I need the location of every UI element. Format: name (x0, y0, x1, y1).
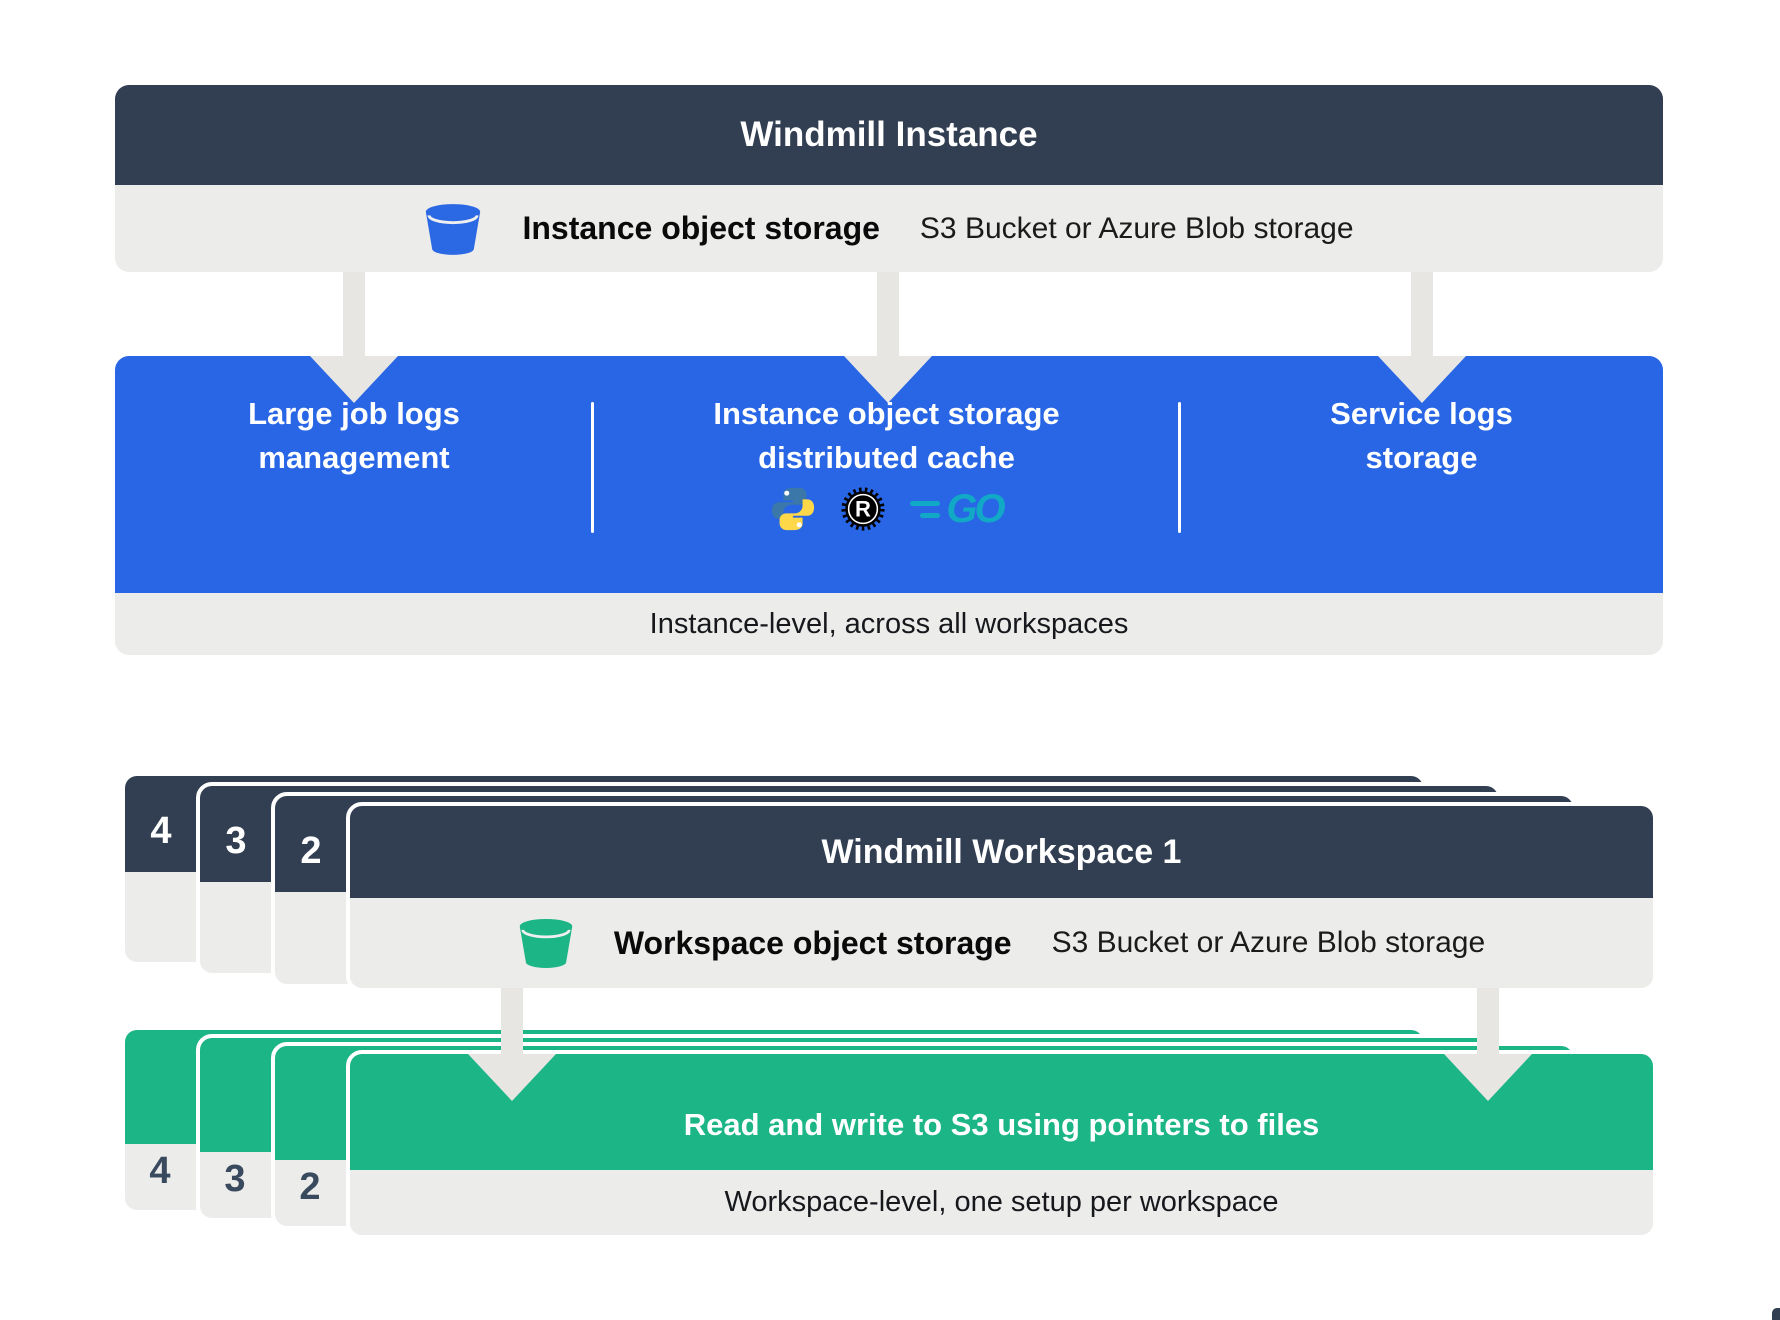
arrow-stem (1411, 272, 1433, 362)
bucket-icon (519, 918, 573, 968)
workspace-action-title: Read and write to S3 using pointers to f… (683, 1107, 1320, 1142)
go-icon: GO (910, 487, 1006, 531)
instance-title: Windmill Instance (740, 115, 1038, 154)
instance-storage-bar: Instance object storage S3 Bucket or Azu… (115, 185, 1663, 272)
feature-line: management (258, 440, 450, 475)
rust-icon: R (841, 487, 885, 531)
instance-card-header: Windmill Instance (115, 85, 1663, 185)
language-icons-row: R GO (770, 484, 1006, 534)
workspace-main-card: Windmill Workspace 1 Workspace object st… (346, 802, 1657, 992)
workspace-storage-sublabel: S3 Bucket or Azure Blob storage (1051, 926, 1486, 959)
workspace-title: Windmill Workspace 1 (821, 832, 1182, 871)
cropped-card-corner (1772, 1308, 1780, 1320)
stack-number: 2 (299, 1166, 321, 1208)
workspace-storage-label: Workspace object storage (613, 924, 1012, 961)
feature-line: distributed cache (758, 440, 1015, 475)
workspace-action-caption-bar: Workspace-level, one setup per workspace (350, 1170, 1653, 1235)
python-icon (772, 487, 815, 531)
stack-number: 2 (300, 829, 322, 872)
instance-caption: Instance-level, across all workspaces (649, 607, 1129, 640)
arrow-stem (877, 272, 899, 362)
arrow-stem (1477, 988, 1499, 1060)
stack-number: 4 (150, 809, 172, 852)
feature-distributed-cache: Instance object storage distributed cach… (593, 356, 1180, 593)
workspace-card-header: Windmill Workspace 1 (350, 806, 1653, 898)
instance-storage-sublabel: S3 Bucket or Azure Blob storage (919, 211, 1354, 245)
instance-storage-label: Instance object storage (522, 210, 880, 246)
stack-number: 4 (149, 1150, 171, 1192)
stack-number: 3 (225, 819, 247, 862)
workspace-action-caption: Workspace-level, one setup per workspace (724, 1186, 1279, 1218)
column-divider (591, 402, 594, 533)
stack-number: 3 (224, 1158, 246, 1200)
instance-caption-bar: Instance-level, across all workspaces (115, 593, 1663, 655)
workspace-action-main-card: Read and write to S3 using pointers to f… (346, 1050, 1657, 1239)
go-speed-lines (910, 500, 941, 518)
go-logo-text: GO (946, 487, 1005, 531)
instance-features-box: Large job logs management Instance objec… (115, 356, 1663, 593)
feature-line: Instance object storage (713, 396, 1060, 431)
feature-line: storage (1365, 440, 1478, 475)
arrow-stem (501, 988, 523, 1060)
bucket-icon (426, 203, 481, 255)
arrow-stem (343, 272, 365, 362)
column-divider (1178, 402, 1181, 533)
workspace-action-title-section: Read and write to S3 using pointers to f… (350, 1054, 1653, 1170)
rust-letter: R (855, 497, 871, 522)
workspace-storage-bar: Workspace object storage S3 Bucket or Az… (350, 898, 1653, 988)
